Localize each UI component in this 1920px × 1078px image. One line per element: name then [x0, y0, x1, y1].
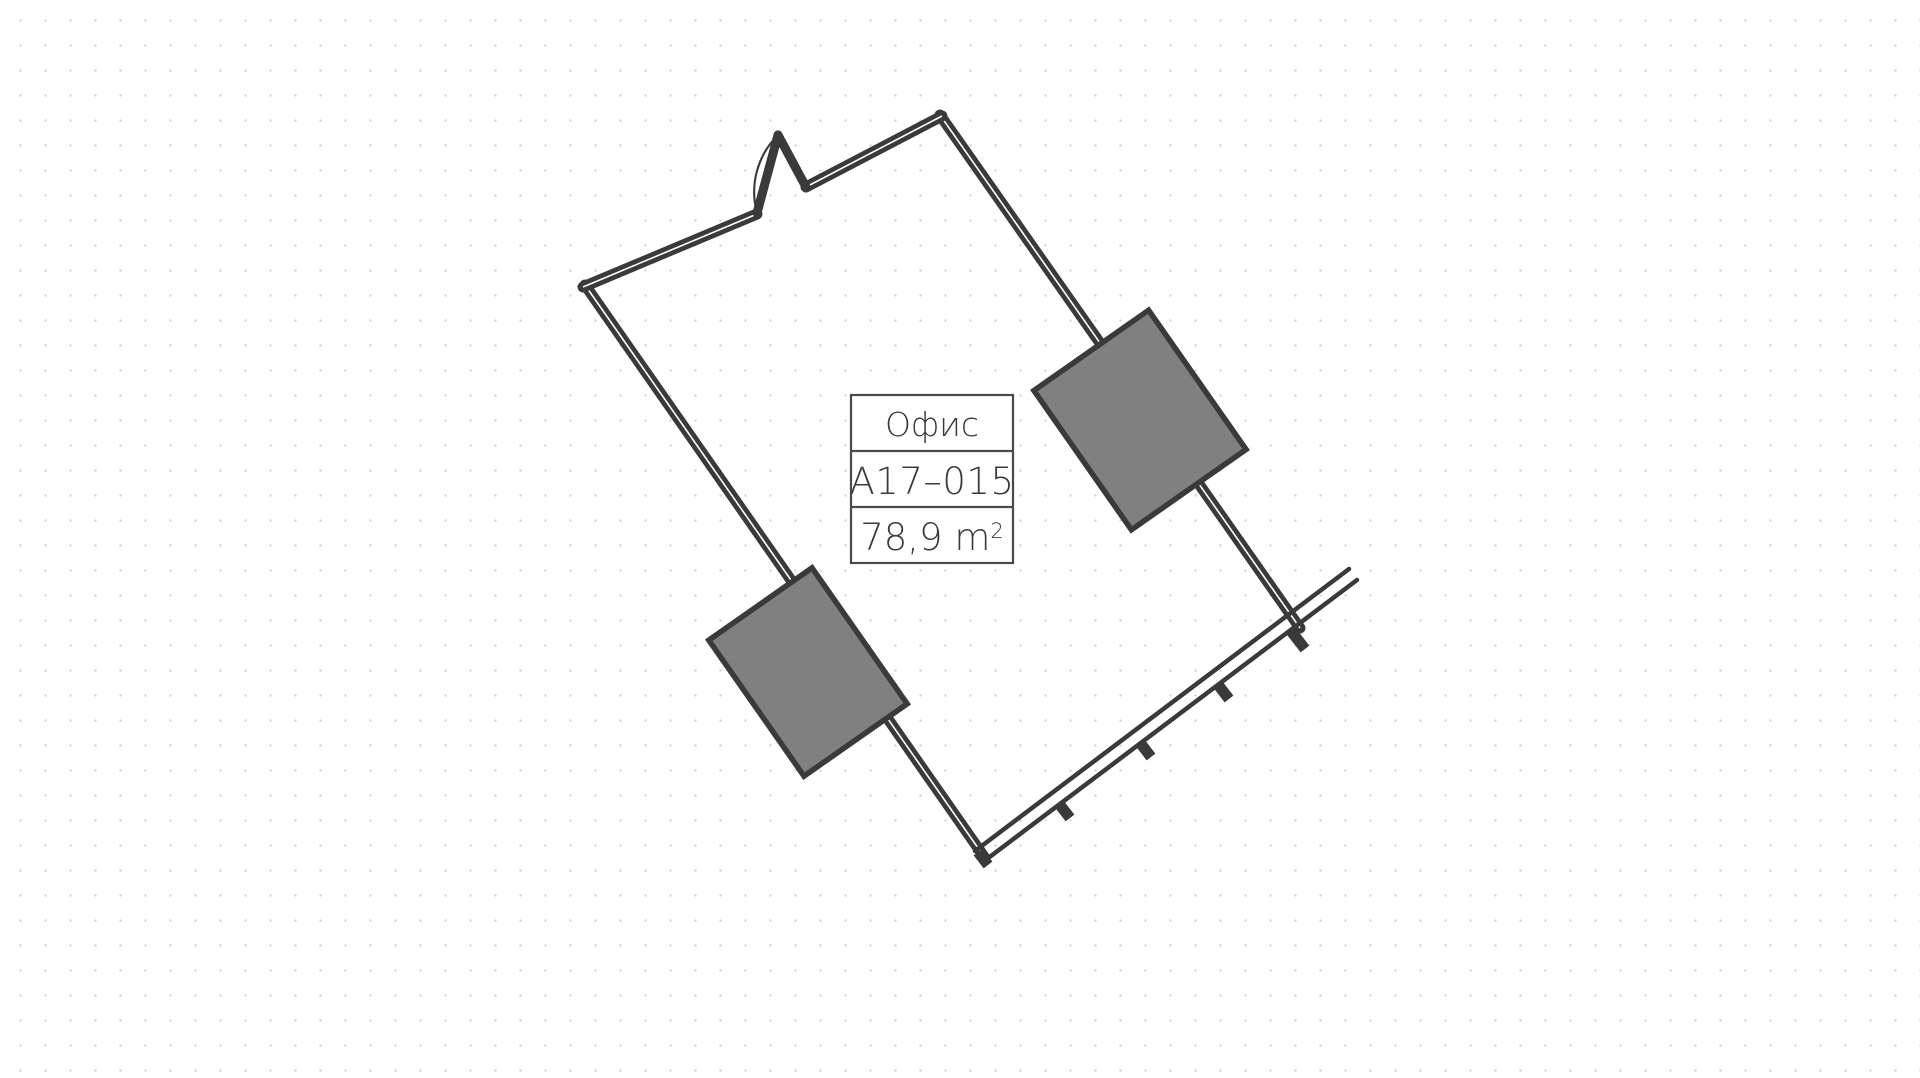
mullion-4: [1286, 627, 1310, 653]
wall-top-left: [577, 208, 763, 293]
window-line-outer: [980, 577, 1360, 865]
room-label-area-value: 78,9: [860, 516, 942, 559]
room-label-code: A17–015: [849, 460, 1014, 503]
wall-left: [579, 279, 991, 864]
mullion-3: [1214, 682, 1234, 703]
wall-top-right: [800, 110, 948, 193]
room-label-frame: [849, 393, 1015, 565]
room-label-area-unit: m: [954, 516, 990, 559]
mullion-2: [1136, 740, 1156, 761]
door-leaf: [752, 130, 783, 218]
room-label-area-exponent: 2: [990, 519, 1003, 543]
room-label-title: Офис: [885, 405, 979, 444]
window-end-cap: [973, 848, 993, 869]
columns-group: [704, 306, 1250, 780]
door-jamb-return: [773, 130, 811, 192]
mullion-1: [1055, 801, 1075, 822]
entrance-door[interactable]: [752, 130, 783, 218]
column-right: [1030, 306, 1250, 534]
room-label-box[interactable]: Офис A17–015 78,9 m2: [849, 393, 1015, 565]
wall-bottom-window: [972, 566, 1360, 869]
column-left: [704, 564, 912, 780]
window-line-inner: [972, 566, 1352, 854]
room-label-area: 78,9 m2: [860, 516, 1004, 559]
